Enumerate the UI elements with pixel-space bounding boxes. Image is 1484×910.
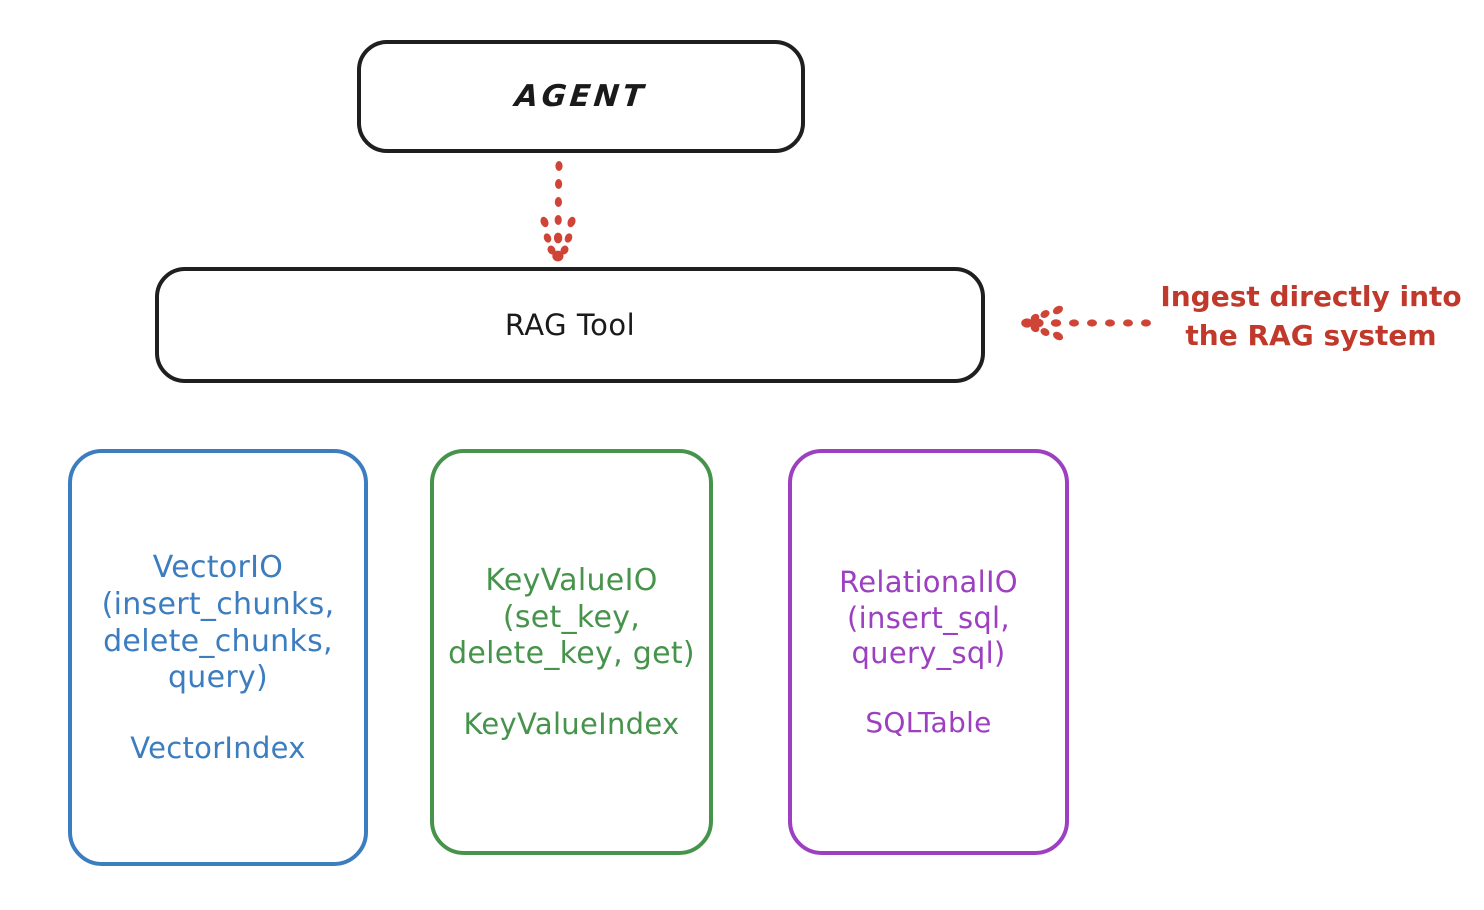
annotation-ingest-line-1: Ingest directly into [1160, 280, 1462, 313]
node-vector-io-line-2: (insert_chunks, [101, 586, 335, 622]
node-relational-io-api-lines: RelationalIO (insert_sql, query_sql) [785, 565, 1071, 671]
node-relational-io-line-3: query_sql) [851, 636, 1006, 671]
node-relational-io-index-name: SQLTable [865, 705, 992, 739]
node-vector-io-index-name: VectorIndex [130, 730, 306, 765]
node-key-value-io-api-lines: KeyValueIO (set_key, delete_key, get) [427, 563, 715, 673]
node-key-value-io-index-name: KeyValueIndex [463, 706, 680, 741]
connector-agent-to-rag-tool-icon [540, 161, 576, 262]
node-vector-io-api-lines: VectorIO (insert_chunks, delete_chunks, … [65, 550, 372, 696]
node-relational-io-line-2: (insert_sql, [847, 600, 1010, 635]
node-vector-io-line-1: VectorIO [152, 550, 284, 586]
node-vector-io-line-3: delete_chunks, [103, 623, 333, 659]
annotation-ingest-line-2: the RAG system [1185, 318, 1437, 352]
node-key-value-io-line-2: (set_key, [502, 599, 641, 635]
node-rag-tool-label: RAG Tool [504, 308, 636, 342]
node-vector-io[interactable]: VectorIO (insert_chunks, delete_chunks, … [68, 449, 368, 866]
node-key-value-io-line-1: KeyValueIO [485, 563, 658, 599]
node-relational-io[interactable]: RelationalIO (insert_sql, query_sql) SQL… [788, 449, 1069, 855]
node-relational-io-line-1: RelationalIO [839, 565, 1018, 600]
node-agent[interactable]: AGENT [357, 40, 805, 153]
annotation-ingest: Ingest directly into the RAG system [1146, 278, 1476, 355]
node-agent-label: AGENT [513, 79, 649, 114]
node-rag-tool[interactable]: RAG Tool [155, 267, 985, 383]
node-key-value-io-line-3: delete_key, get) [448, 636, 695, 672]
node-key-value-io[interactable]: KeyValueIO (set_key, delete_key, get) Ke… [430, 449, 713, 855]
node-vector-io-line-4: query) [167, 660, 269, 696]
connector-ingest-arrow-icon [1021, 305, 1151, 341]
